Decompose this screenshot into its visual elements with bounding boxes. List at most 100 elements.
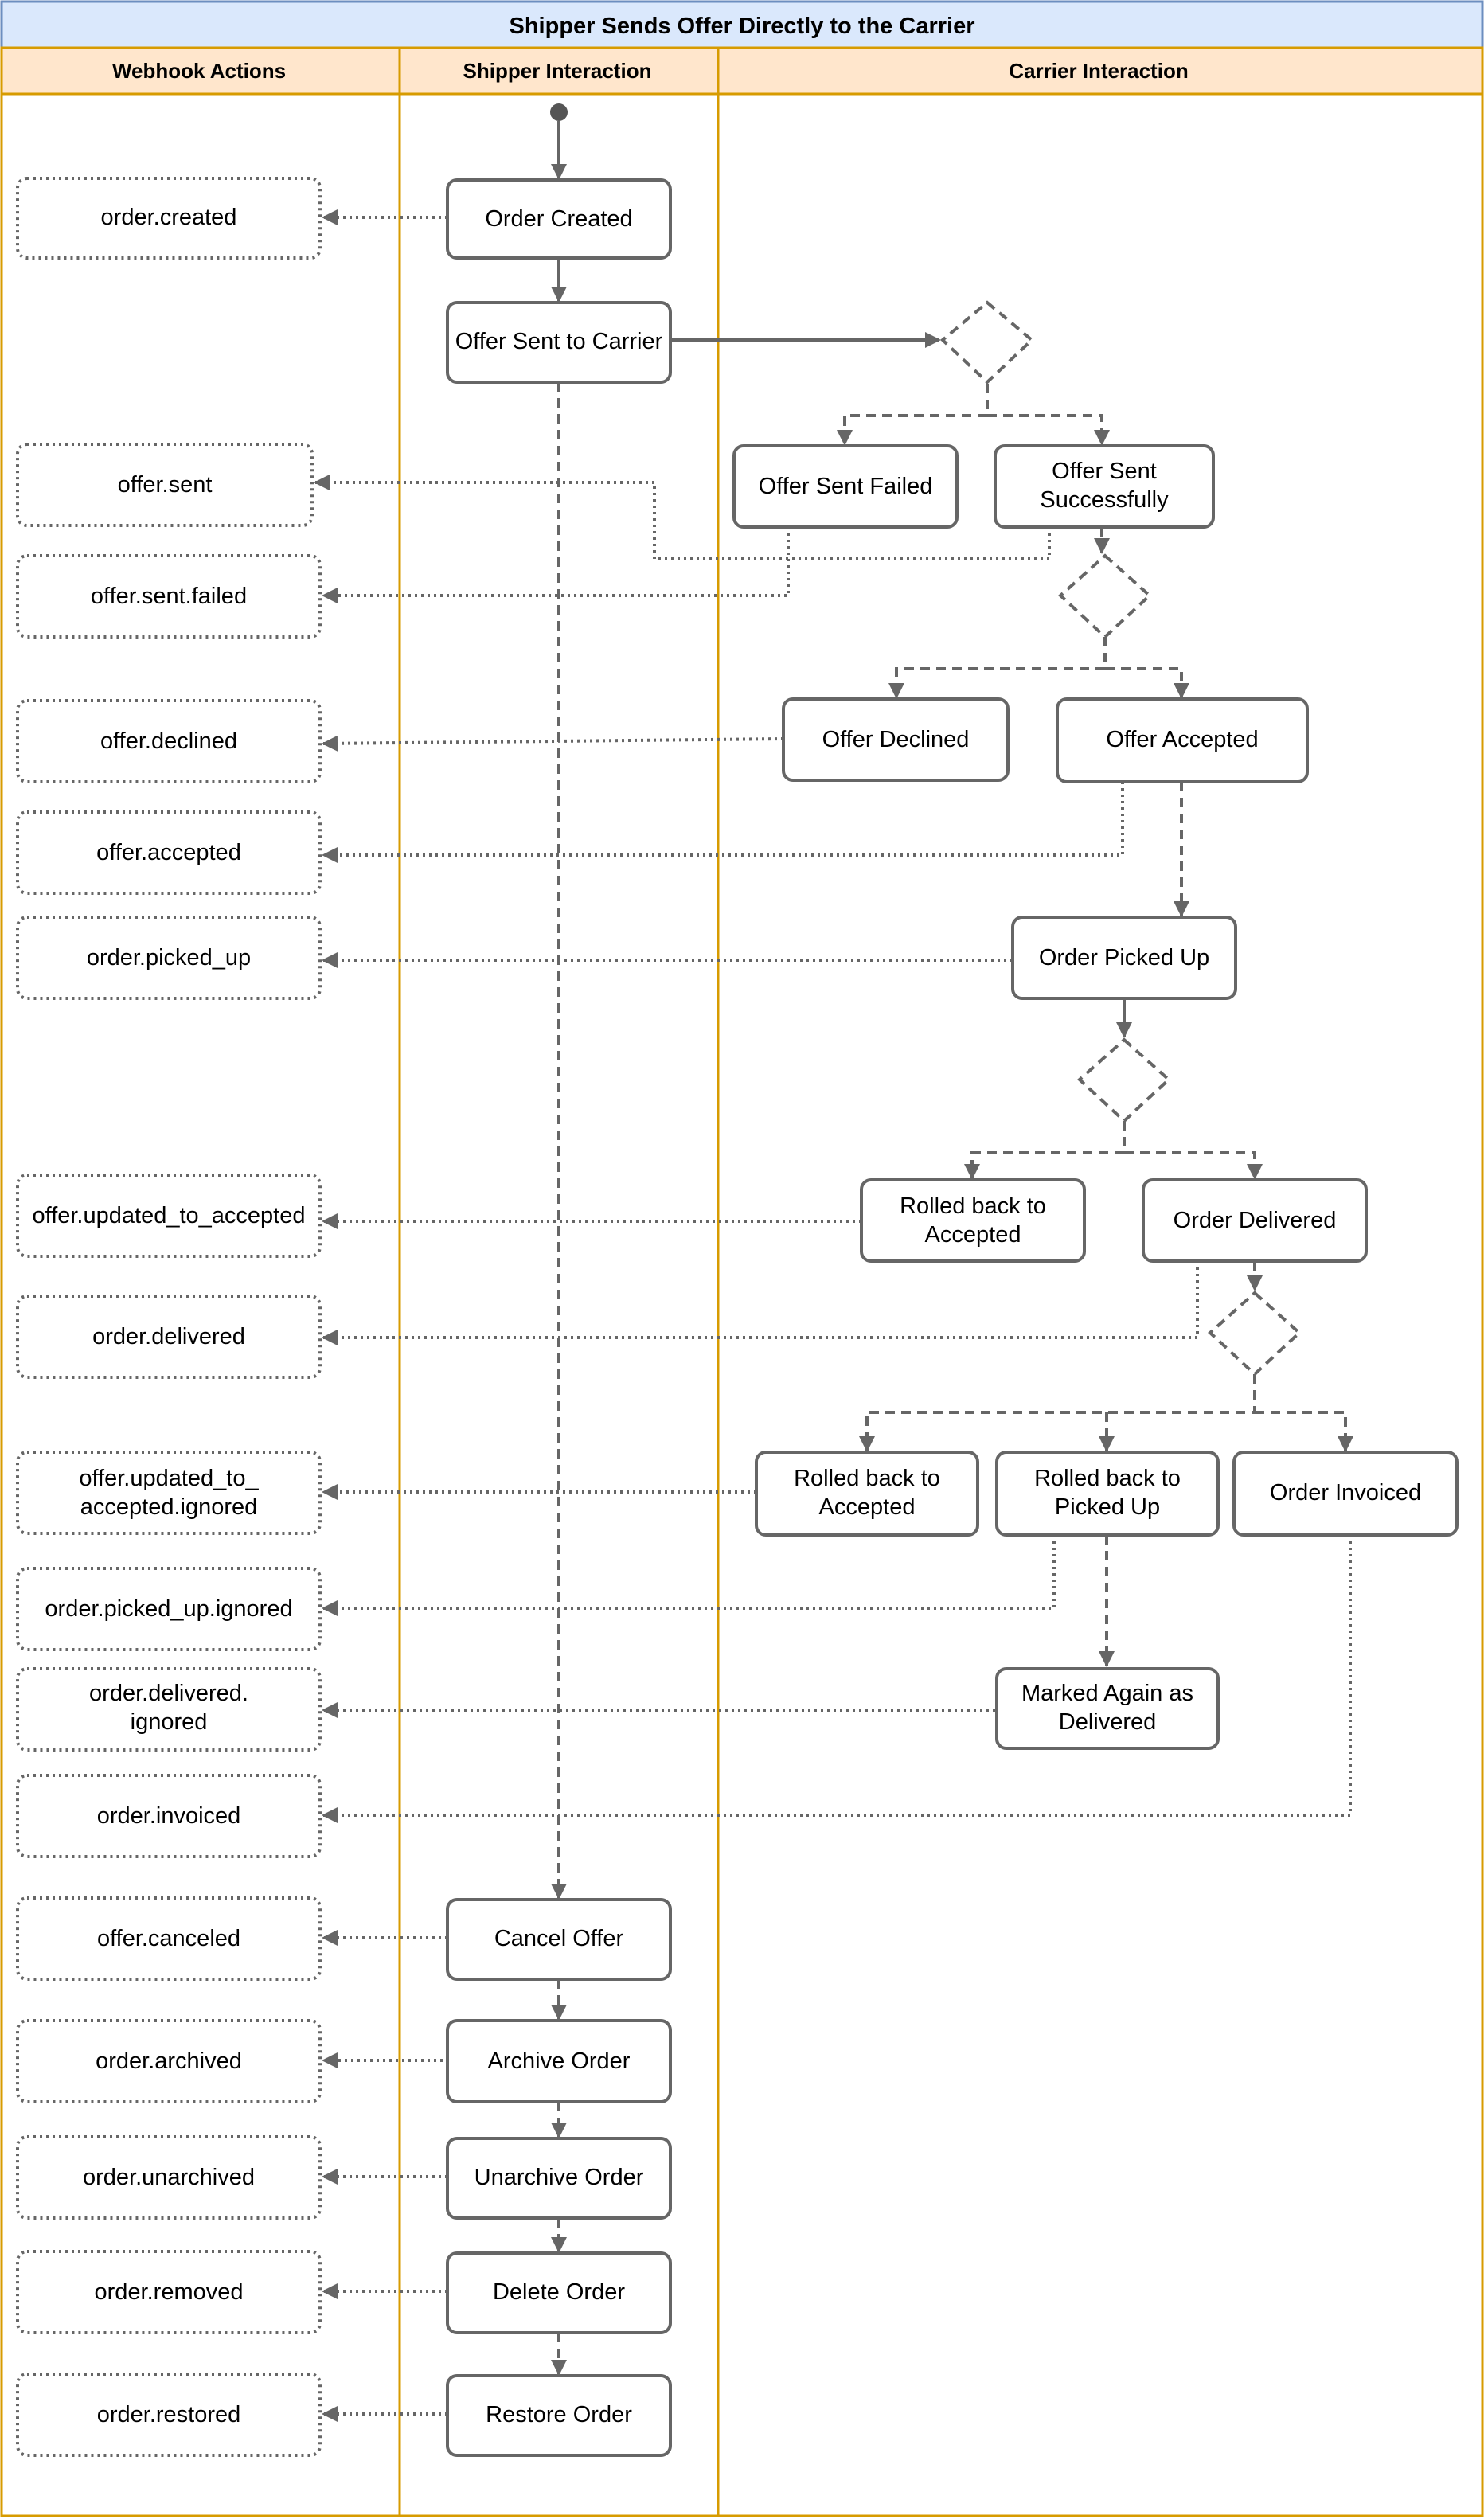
- decision-diamond-3: [1077, 1037, 1171, 1123]
- svg-text:Delivered: Delivered: [1059, 1709, 1157, 1735]
- lane-carrier: [717, 92, 1484, 2517]
- svg-text:Order Delivered: Order Delivered: [1174, 1208, 1337, 1233]
- edge-decision-1-to-success: [987, 414, 1110, 446]
- svg-text:order.restored: order.restored: [97, 2402, 241, 2427]
- svg-text:Rolled back to: Rolled back to: [794, 1466, 940, 1491]
- svg-text:Accepted: Accepted: [819, 1494, 916, 1520]
- hook-offer-canceled: offer.canceled: [16, 1896, 322, 1981]
- hook-offer-declined: offer.declined: [16, 699, 322, 783]
- hook-edge-order-delivered: [322, 1261, 1199, 1345]
- svg-text:Accepted: Accepted: [925, 1222, 1021, 1248]
- edge-decision-3-to-rolled-back-1: [964, 1121, 1126, 1180]
- svg-text:offer.updated_to_: offer.updated_to_: [79, 1466, 259, 1491]
- svg-text:ignored: ignored: [131, 1709, 208, 1735]
- node-unarchive-order: Unarchive Order: [446, 2137, 672, 2220]
- page-title: Shipper Sends Offer Directly to the Carr…: [510, 14, 975, 39]
- svg-text:Order Created: Order Created: [485, 206, 632, 232]
- hook-edge-offer-declined: [322, 735, 784, 752]
- node-rolled-back-picked-up: Rolled back to Picked Up: [995, 1451, 1220, 1537]
- node-restore-order: Restore Order: [446, 2374, 672, 2457]
- svg-text:order.created: order.created: [101, 205, 237, 230]
- decision-diamond-4: [1208, 1291, 1302, 1377]
- hook-order-unarchived: order.unarchived: [16, 2135, 322, 2220]
- hook-order-picked-up-ignored: order.picked_up.ignored: [16, 1567, 322, 1651]
- svg-text:Offer Sent Failed: Offer Sent Failed: [759, 474, 933, 499]
- svg-text:Cancel Offer: Cancel Offer: [494, 1926, 624, 1951]
- svg-text:offer.sent: offer.sent: [118, 472, 213, 498]
- node-delete-order: Delete Order: [446, 2251, 672, 2334]
- hook-order-delivered: order.delivered: [16, 1295, 322, 1379]
- node-order-invoiced: Order Invoiced: [1232, 1451, 1459, 1537]
- node-order-delivered: Order Delivered: [1142, 1178, 1368, 1263]
- hook-offer-sent-failed: offer.sent.failed: [16, 554, 322, 639]
- svg-text:order.archived: order.archived: [96, 2048, 242, 2074]
- svg-text:Marked Again as: Marked Again as: [1021, 1681, 1193, 1706]
- edge-decision-2-to-accepted: [1105, 667, 1189, 699]
- hook-order-removed: order.removed: [16, 2250, 322, 2334]
- decision-diamond-1: [939, 300, 1035, 385]
- edge-decision-3-to-delivered: [1124, 1151, 1263, 1180]
- start-node: [550, 103, 568, 121]
- edge-decision-4-to-rolled-back-2: [859, 1374, 1256, 1452]
- svg-text:order.picked_up.ignored: order.picked_up.ignored: [45, 1596, 292, 1622]
- node-offer-declined: Offer Declined: [782, 697, 1010, 782]
- node-order-picked-up: Order Picked Up: [1011, 916, 1237, 1000]
- lane-header-webhook-label: Webhook Actions: [112, 59, 286, 83]
- svg-text:Offer Sent: Offer Sent: [1052, 459, 1157, 484]
- hook-order-invoiced: order.invoiced: [16, 1774, 322, 1858]
- svg-text:Rolled back to: Rolled back to: [1034, 1466, 1181, 1491]
- svg-text:Offer Accepted: Offer Accepted: [1106, 727, 1258, 752]
- hook-edge-offer-accepted: [322, 782, 1124, 863]
- lane-header-shipper-label: Shipper Interaction: [463, 59, 652, 83]
- hook-order-archived: order.archived: [16, 2019, 322, 2103]
- lane-header-carrier: [717, 46, 1484, 96]
- node-offer-sent-failed: Offer Sent Failed: [732, 444, 959, 529]
- decision-diamond-2: [1058, 553, 1152, 639]
- svg-text:order.delivered.: order.delivered.: [89, 1681, 248, 1706]
- svg-text:Successfully: Successfully: [1040, 487, 1169, 513]
- svg-text:Unarchive Order: Unarchive Order: [474, 2165, 644, 2190]
- node-offer-sent-to-carrier: Offer Sent to Carrier: [446, 301, 672, 384]
- svg-text:Offer Declined: Offer Declined: [822, 727, 970, 752]
- node-offer-sent-successfully: Offer Sent Successfully: [994, 444, 1215, 529]
- svg-text:Picked Up: Picked Up: [1055, 1494, 1160, 1520]
- svg-text:order.delivered: order.delivered: [92, 1324, 245, 1349]
- svg-text:offer.updated_to_accepted: offer.updated_to_accepted: [33, 1203, 306, 1228]
- edge-decision-2-to-declined: [888, 637, 1107, 699]
- hook-order-created: order.created: [16, 177, 322, 260]
- edge-decision-1-to-failed: [837, 384, 989, 446]
- hook-edge-order-picked-up-ignored: [322, 1535, 1056, 1616]
- svg-text:accepted.ignored: accepted.ignored: [80, 1494, 258, 1520]
- hook-edge-order-invoiced: [322, 1535, 1352, 1823]
- node-cancel-offer: Cancel Offer: [446, 1898, 672, 1981]
- node-rolled-back-accepted-2: Rolled back to Accepted: [755, 1451, 979, 1537]
- hook-offer-updated-to-accepted: offer.updated_to_accepted: [16, 1174, 322, 1258]
- hook-order-delivered-ignored: order.delivered. ignored: [16, 1667, 322, 1752]
- svg-text:Restore Order: Restore Order: [486, 2402, 632, 2427]
- node-archive-order: Archive Order: [446, 2019, 672, 2103]
- lane-header-webhook: [0, 46, 401, 96]
- svg-text:order.picked_up: order.picked_up: [87, 945, 251, 970]
- svg-text:Rolled back to: Rolled back to: [900, 1193, 1046, 1219]
- hook-order-restored: order.restored: [16, 2373, 322, 2457]
- svg-text:Order Invoiced: Order Invoiced: [1270, 1480, 1421, 1506]
- svg-text:offer.accepted: offer.accepted: [96, 840, 241, 865]
- title-bar: [0, 0, 1484, 49]
- node-offer-accepted: Offer Accepted: [1056, 697, 1309, 783]
- svg-text:order.removed: order.removed: [95, 2279, 244, 2305]
- svg-text:Archive Order: Archive Order: [488, 2048, 631, 2074]
- edge-decision-4-to-invoiced: [1255, 1411, 1353, 1452]
- hook-offer-accepted: offer.accepted: [16, 810, 322, 895]
- node-marked-again-delivered: Marked Again as Delivered: [995, 1667, 1220, 1750]
- svg-text:order.unarchived: order.unarchived: [83, 2165, 255, 2190]
- node-rolled-back-accepted-1: Rolled back to Accepted: [860, 1178, 1086, 1263]
- svg-text:Order Picked Up: Order Picked Up: [1039, 945, 1209, 970]
- svg-text:Delete Order: Delete Order: [493, 2279, 625, 2305]
- edges: [314, 121, 1353, 2422]
- svg-text:offer.canceled: offer.canceled: [97, 1926, 240, 1951]
- svg-text:offer.declined: offer.declined: [100, 728, 237, 754]
- svg-text:Offer Sent to Carrier: Offer Sent to Carrier: [455, 329, 663, 354]
- svg-text:offer.sent.failed: offer.sent.failed: [91, 584, 247, 609]
- node-order-created: Order Created: [446, 178, 672, 260]
